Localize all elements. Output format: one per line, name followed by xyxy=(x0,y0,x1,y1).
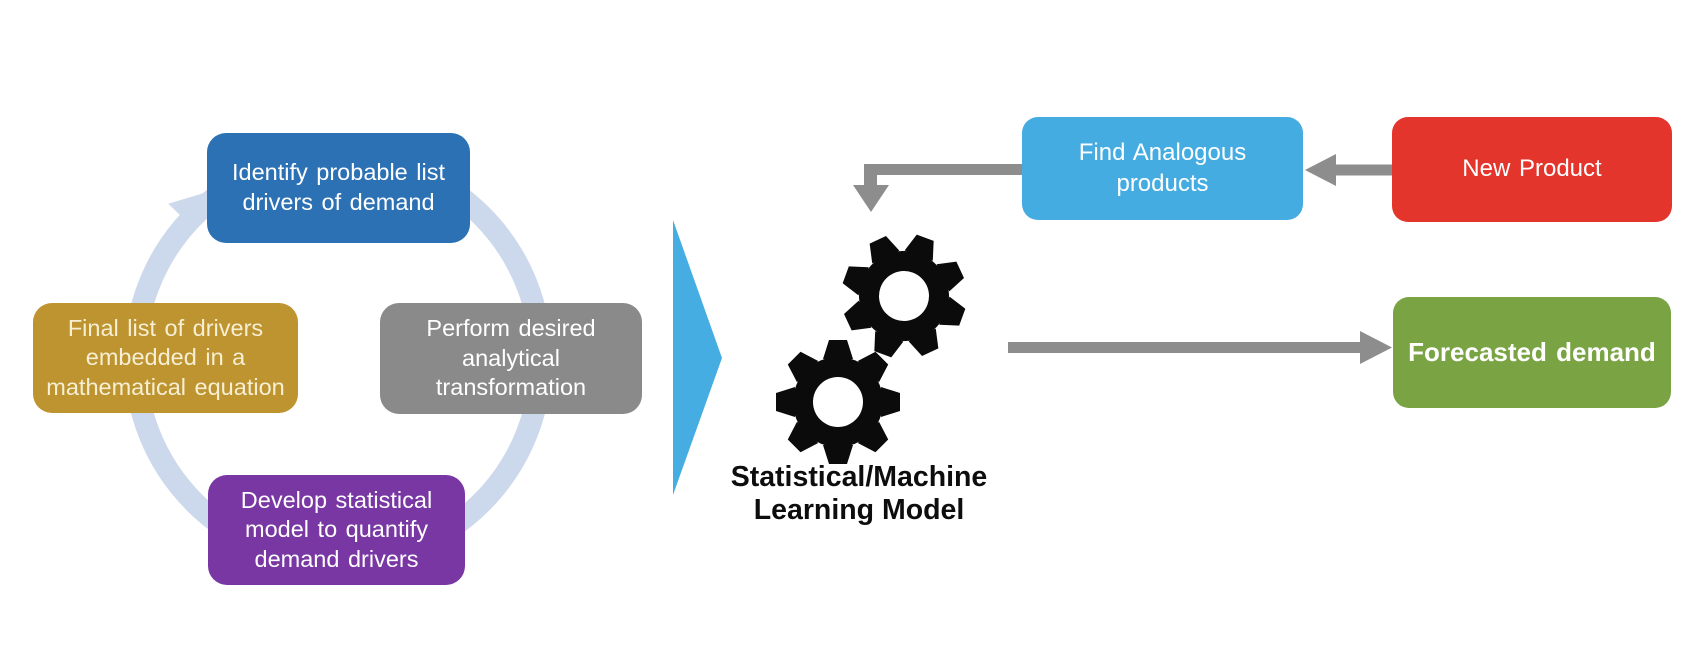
triangle-arrow-icon xyxy=(673,220,722,495)
node-analytical-transformation: Perform desired analytical transformatio… xyxy=(380,303,642,414)
node-label-line: analytical xyxy=(462,344,560,371)
node-final-drivers-equation: Final list of drivers embedded in a math… xyxy=(33,303,298,413)
gears-icon xyxy=(776,234,966,464)
node-label-line: Perform desired xyxy=(426,315,596,342)
model-title: Statistical/Machine Learning Model xyxy=(688,461,1030,527)
node-develop-statistical-model: Develop statistical model to quantify de… xyxy=(208,475,465,585)
node-label-line: model to quantify xyxy=(245,516,428,543)
node-identify-drivers: Identify probable list drivers of demand xyxy=(207,133,470,243)
model-title-line: Learning Model xyxy=(753,494,965,527)
node-label-line: Find Analogous xyxy=(1078,139,1247,167)
node-label-line: demand drivers xyxy=(254,545,419,572)
left-arrow-icon xyxy=(1305,154,1392,186)
node-forecasted-demand: Forecasted demand xyxy=(1393,297,1671,408)
node-find-analogous-products: Find Analogous products xyxy=(1022,117,1303,220)
node-label-line: embedded in a xyxy=(85,344,246,371)
node-label-line: Identify probable list xyxy=(231,159,445,186)
node-label-line: transformation xyxy=(435,374,587,401)
node-label-line: New Product xyxy=(1462,155,1602,183)
node-label-line: products xyxy=(1116,169,1209,197)
node-label-line: Develop statistical xyxy=(240,486,433,513)
node-label-line: Final list of drivers xyxy=(67,314,264,341)
node-label-line: mathematical equation xyxy=(46,373,285,400)
gear-icon xyxy=(776,340,900,464)
elbow-down-arrow-icon xyxy=(853,164,1022,212)
right-arrow-icon xyxy=(1008,331,1392,364)
node-label-line: drivers of demand xyxy=(242,189,435,215)
node-new-product: New Product xyxy=(1392,117,1672,222)
model-title-line: Statistical/Machine xyxy=(730,461,988,493)
gear-icon xyxy=(842,234,966,358)
node-label-line: Forecasted demand xyxy=(1408,337,1656,368)
